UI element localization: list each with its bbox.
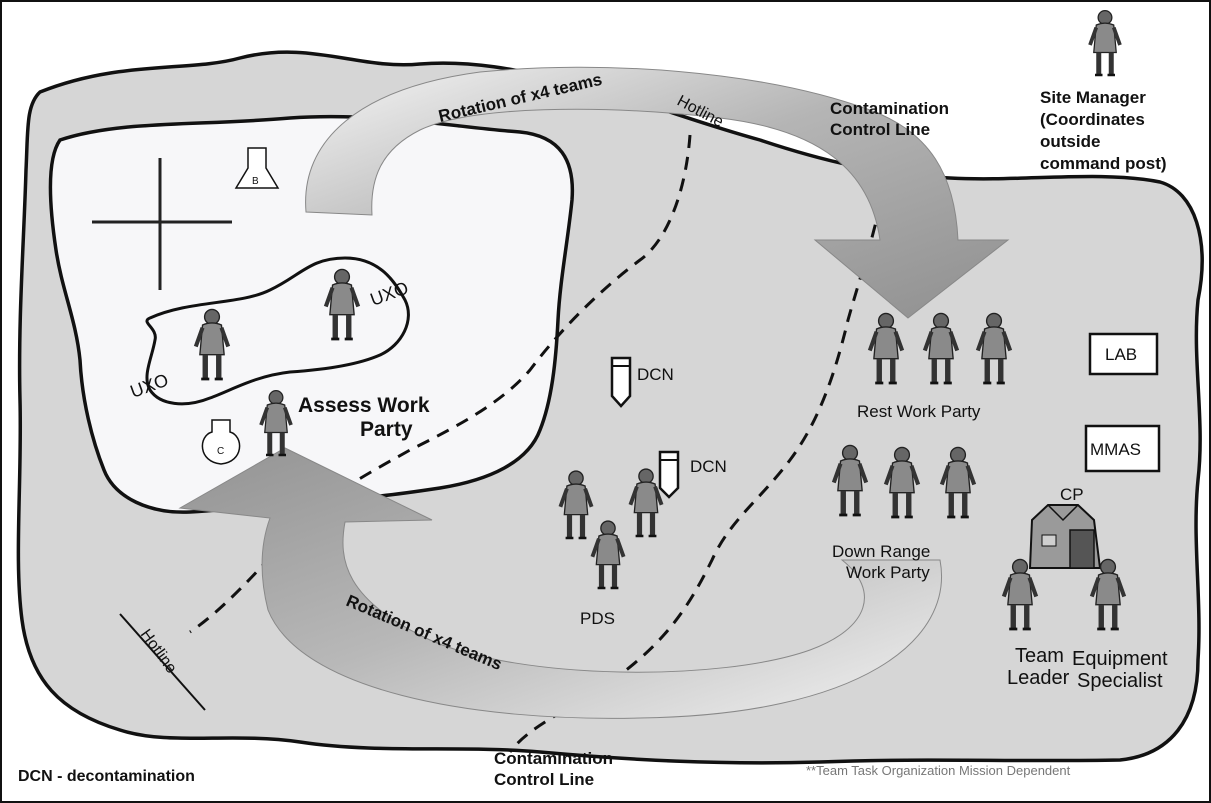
down-range-label-1: Down Range xyxy=(832,542,930,561)
hotline-boundary-mark xyxy=(119,613,206,711)
dcn-label-2: DCN xyxy=(690,457,727,476)
contamination-control-dashed-line xyxy=(508,159,890,753)
marker-b-icon: B xyxy=(234,147,280,189)
dcn-station-icon-2 xyxy=(658,450,680,499)
site-manager-label-4: command post) xyxy=(1040,154,1167,173)
contamination-label-top-1: Contamination xyxy=(830,99,949,118)
down-range-label-2: Work Party xyxy=(846,563,930,582)
assess-label-1: Assess Work xyxy=(298,394,430,417)
dcn-legend: DCN - decontamination xyxy=(18,768,195,785)
contamination-label-top-2: Control Line xyxy=(830,120,930,139)
team-leader-label-1: Team xyxy=(1015,645,1064,667)
target-crosshair-icon xyxy=(92,158,232,290)
mmas-box xyxy=(1084,424,1161,473)
equipment-label-2: Specialist xyxy=(1077,670,1163,692)
team-leader-label-2: Leader xyxy=(1007,667,1070,689)
assess-label-2: Party xyxy=(360,418,413,441)
site-manager-label-2: (Coordinates xyxy=(1040,110,1145,129)
marker-b-label: B xyxy=(252,176,259,187)
contamination-label-bottom-1: Contamination xyxy=(494,749,613,768)
rotation-arrow-bottom xyxy=(178,447,942,719)
rest-work-party-label: Rest Work Party xyxy=(857,402,981,421)
marker-c-icon: C xyxy=(201,419,241,465)
pds-label: PDS xyxy=(580,609,615,628)
lab-label: LAB xyxy=(1105,345,1137,364)
site-manager-label-3: outside xyxy=(1040,132,1100,151)
rotation-arrow-top xyxy=(305,66,1010,319)
lab-box xyxy=(1088,332,1159,376)
marker-c-label: C xyxy=(217,446,224,457)
dcn-label-1: DCN xyxy=(637,365,674,384)
footnote: **Team Task Organization Mission Depende… xyxy=(806,763,1071,778)
command-post-tent-icon xyxy=(1028,504,1102,569)
mmas-label: MMAS xyxy=(1090,440,1141,459)
uxo-area-outline xyxy=(145,256,410,406)
contamination-label-bottom-2: Control Line xyxy=(494,770,594,789)
equipment-label-1: Equipment xyxy=(1072,648,1168,670)
dcn-station-icon-1 xyxy=(610,356,632,408)
cp-label: CP xyxy=(1060,485,1084,504)
site-manager-label-1: Site Manager xyxy=(1040,88,1146,107)
